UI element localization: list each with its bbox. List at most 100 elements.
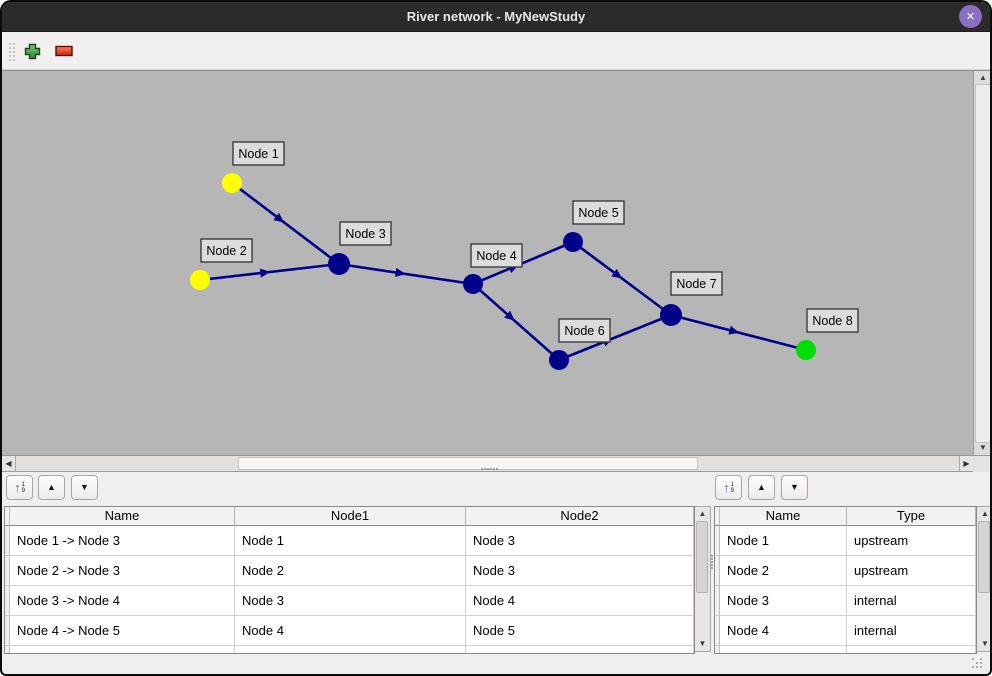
table-cell[interactable]: internal [847, 586, 976, 616]
table-cell[interactable]: internal [847, 616, 976, 646]
table-cell [10, 646, 235, 653]
scroll-right-icon[interactable]: ▶ [959, 456, 973, 471]
network-edge[interactable] [472, 283, 560, 361]
edge-arrow-icon [728, 325, 740, 335]
table-cell[interactable]: upstream [847, 556, 976, 586]
close-button[interactable]: ✕ [959, 5, 982, 28]
network-edge[interactable] [338, 262, 474, 286]
table-cell [235, 646, 466, 653]
add-node-button[interactable] [20, 39, 44, 63]
table-cell[interactable]: Node 1 -> Node 3 [10, 526, 235, 556]
vertical-scroll-thumb[interactable] [975, 84, 990, 443]
row-gutter[interactable] [5, 586, 10, 616]
scroll-up-icon[interactable]: ▲ [698, 509, 707, 518]
close-icon: ✕ [965, 11, 976, 23]
splitter-handle[interactable] [481, 468, 501, 471]
scroll-up-icon[interactable]: ▲ [981, 509, 989, 518]
horizontal-scroll-thumb[interactable] [238, 457, 698, 470]
branches-move-up-button[interactable]: ▲ [38, 475, 65, 500]
node-label-box [806, 308, 859, 333]
canvas-horizontal-scrollbar[interactable]: ◀ ▶ [2, 455, 973, 472]
scroll-down-icon[interactable]: ▼ [981, 639, 989, 648]
column-header[interactable]: Node1 [235, 507, 466, 526]
plus-icon [24, 43, 40, 59]
row-gutter[interactable] [715, 616, 720, 646]
table-cell[interactable]: Node 3 -> Node 4 [10, 586, 235, 616]
network-edge[interactable] [558, 313, 672, 362]
title-bar[interactable]: River network - MyNewStudy ✕ [2, 2, 990, 32]
node-label: Node 8 [812, 314, 852, 328]
column-header[interactable]: Node2 [466, 507, 694, 526]
scroll-left-icon[interactable]: ◀ [2, 456, 16, 471]
table-cell[interactable]: Node 2 -> Node 3 [10, 556, 235, 586]
table-cell[interactable]: Node 1 [235, 526, 466, 556]
table-scroll-thumb[interactable] [696, 521, 708, 593]
network-node[interactable] [796, 340, 816, 360]
network-node[interactable] [549, 350, 569, 370]
table-cell[interactable]: Node 1 [720, 526, 847, 556]
node-label-box [339, 221, 392, 246]
table-cell[interactable]: Node 4 [466, 586, 694, 616]
network-node[interactable] [328, 253, 350, 275]
window-title: River network - MyNewStudy [406, 9, 586, 24]
table-cell[interactable]: Node 4 -> Node 5 [10, 616, 235, 646]
branches-move-down-button[interactable]: ▼ [71, 475, 98, 500]
table-cell[interactable]: Node 3 [466, 526, 694, 556]
scroll-down-icon[interactable]: ▼ [698, 639, 707, 648]
row-gutter [5, 507, 10, 526]
scroll-down-icon[interactable]: ▼ [979, 443, 987, 452]
network-node[interactable] [463, 274, 483, 294]
row-gutter [5, 646, 10, 653]
table-cell[interactable]: Node 2 [720, 556, 847, 586]
table-cell[interactable]: Node 3 [466, 556, 694, 586]
canvas-vertical-scrollbar[interactable]: ▲ ▼ [973, 70, 990, 455]
table-cell[interactable]: Node 3 [720, 586, 847, 616]
remove-button[interactable] [52, 39, 76, 63]
toolbar-drag-handle[interactable] [9, 43, 15, 61]
node-label-box [470, 243, 523, 268]
row-gutter[interactable] [715, 556, 720, 586]
nodes-table-scrollbar[interactable]: ▲ ▼ [977, 506, 990, 652]
network-node[interactable] [563, 232, 583, 252]
row-gutter[interactable] [715, 586, 720, 616]
row-gutter[interactable] [5, 526, 10, 556]
branches-table-scrollbar[interactable]: ▲ ▼ [695, 506, 711, 652]
table-cell[interactable]: Node 4 [720, 616, 847, 646]
column-header[interactable]: Type [847, 507, 976, 526]
table-cell[interactable]: Node 3 [235, 586, 466, 616]
network-edge[interactable] [231, 181, 340, 266]
table-cell[interactable]: Node 4 [235, 616, 466, 646]
node-label: Node 6 [564, 324, 604, 338]
table-cell[interactable]: Node 5 [466, 616, 694, 646]
scroll-up-icon[interactable]: ▲ [979, 73, 987, 82]
edge-arrow-icon [273, 212, 285, 223]
row-gutter[interactable] [5, 616, 10, 646]
network-node[interactable] [660, 304, 682, 326]
row-gutter[interactable] [715, 526, 720, 556]
edge-arrow-icon [395, 267, 406, 278]
row-gutter[interactable] [5, 556, 10, 586]
network-edge[interactable] [472, 240, 574, 286]
column-header[interactable]: Name [10, 507, 235, 526]
panel-splitter-handle[interactable] [711, 555, 714, 575]
table-cell[interactable]: Node 2 [235, 556, 466, 586]
nodes-move-up-button[interactable]: ▲ [748, 475, 775, 500]
table-scroll-thumb[interactable] [978, 521, 990, 593]
table-cell[interactable]: upstream [847, 526, 976, 556]
resize-grip[interactable] [972, 658, 984, 670]
table-cell [847, 646, 976, 653]
network-node[interactable] [190, 270, 210, 290]
node-label: Node 1 [238, 147, 278, 161]
row-gutter [715, 646, 720, 653]
nodes-move-down-button[interactable]: ▼ [781, 475, 808, 500]
network-node[interactable] [222, 173, 242, 193]
column-header[interactable]: Name [720, 507, 847, 526]
